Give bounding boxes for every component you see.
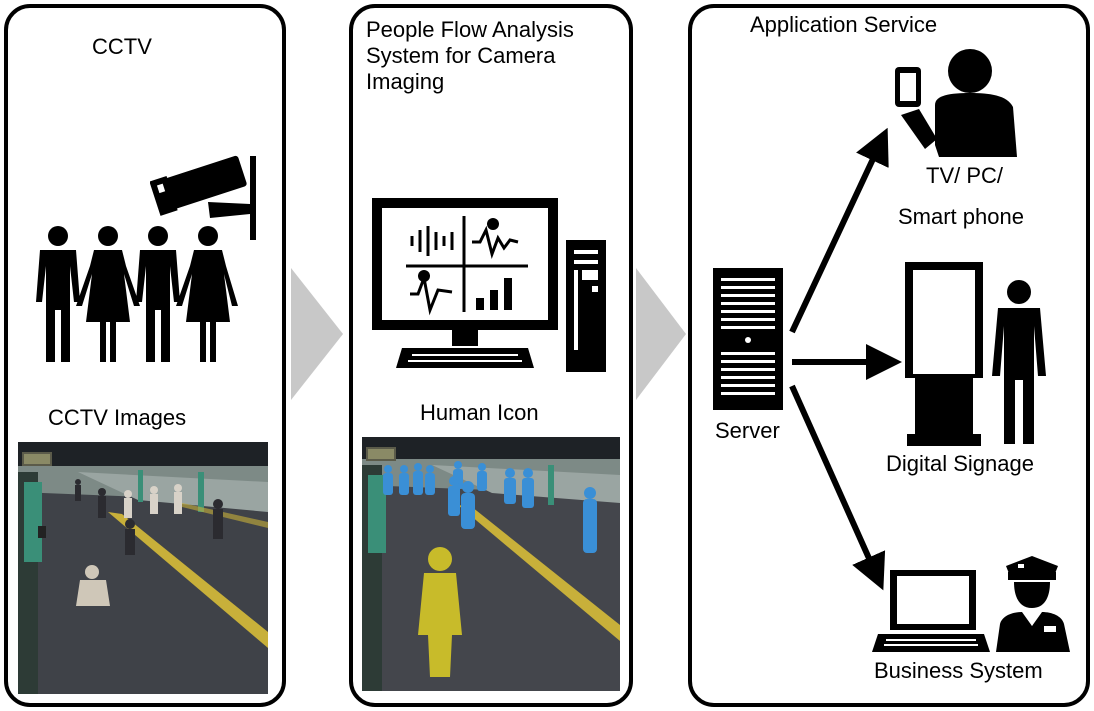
cctv-images-label: CCTV Images [48,405,187,430]
arrow-to-smartphone [789,127,889,334]
analysis-title: People Flow Analysis System for Camera I… [366,17,574,94]
flow-arrow-2 [636,268,686,400]
service-title: Application Service [750,12,938,37]
server-icon [713,268,783,410]
human-icon-label: Human Icon [420,400,539,425]
pc-tower-icon [566,240,606,372]
digital-signage-icon [905,262,983,446]
person-icon [992,280,1046,444]
business-system-label: Business System [874,658,1043,683]
smartphone-label: Smart phone [898,204,1024,229]
digital-signage-label: Digital Signage [886,451,1034,476]
flow-arrow-1 [291,268,343,400]
service-arrows [789,127,902,591]
computer-monitor-icon [372,198,558,368]
cctv-title: CCTV [92,34,152,59]
officer-icon [996,556,1070,652]
security-camera-icon [150,155,256,240]
tv-pc-label: TV/ PC/ [926,163,1004,188]
smartphone-user-icon [895,49,1017,157]
human-icon-image [362,437,620,691]
people-group-icon [36,226,238,362]
arrow-to-business [789,384,886,591]
server-label: Server [715,418,780,443]
laptop-icon [872,570,990,652]
cctv-image [18,442,268,694]
